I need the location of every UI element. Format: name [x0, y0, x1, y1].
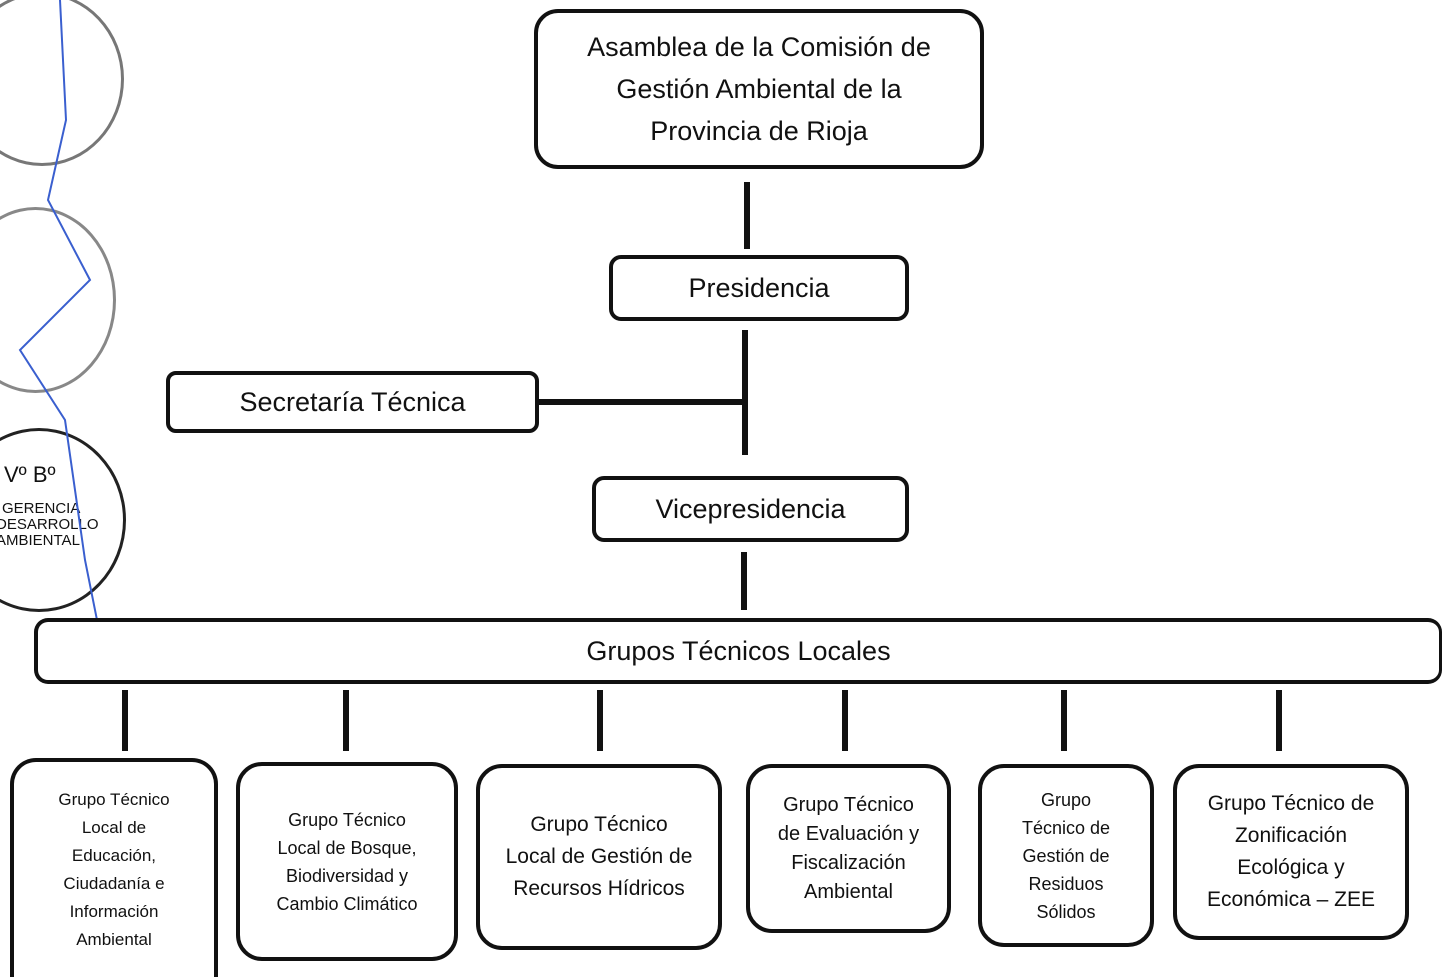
node-grupo-bosque: Grupo Técnico Local de Bosque, Biodivers… — [236, 762, 458, 961]
stamp-vb-label: Vº Bº — [4, 462, 56, 487]
node-grupo-educacion: Grupo Técnico Local de Educación, Ciudad… — [10, 758, 218, 977]
child-label-2: Grupo Técnico Local de Bosque, Biodivers… — [276, 809, 418, 914]
stamp-line-1: GERENCIA — [2, 500, 81, 517]
node-presidencia: Presidencia — [609, 255, 909, 321]
node-grupo-zee: Grupo Técnico de Zonificación Ecológica … — [1173, 764, 1409, 940]
node-asamblea: Asamblea de la Comisión de Gestión Ambie… — [534, 9, 984, 169]
connector-child-3 — [597, 690, 603, 751]
connector-secretaria — [537, 399, 745, 405]
node-grupos-label: Grupos Técnicos Locales — [586, 635, 891, 666]
stamp-vb-text: Vº Bº GERENCIA DESARROLLO AMBIENTAL — [0, 436, 120, 606]
node-secretaria-tecnica: Secretaría Técnica — [166, 371, 539, 433]
child-label-1: Grupo Técnico Local de Educación, Ciudad… — [58, 789, 170, 949]
node-asamblea-label: Asamblea de la Comisión de Gestión Ambie… — [587, 32, 931, 146]
connector-presidencia-vice — [742, 330, 748, 455]
node-vicepresidencia-label: Vicepresidencia — [655, 493, 846, 524]
child-label-5: Grupo Técnico de Gestión de Residuos Sól… — [1021, 789, 1111, 922]
connector-child-1 — [122, 690, 128, 751]
stamp-line-3: AMBIENTAL — [0, 532, 80, 549]
child-label-6: Grupo Técnico de Zonificación Ecológica … — [1206, 792, 1376, 911]
node-grupo-recursos-hidricos: Grupo Técnico Local de Gestión de Recurs… — [476, 764, 722, 950]
connector-child-6 — [1276, 690, 1282, 751]
node-grupos-tecnicos-locales: Grupos Técnicos Locales — [34, 618, 1442, 684]
node-vicepresidencia: Vicepresidencia — [592, 476, 909, 542]
child-label-3: Grupo Técnico Local de Gestión de Recurs… — [505, 813, 693, 900]
connector-vice-grupos — [741, 552, 747, 610]
connector-child-2 — [343, 690, 349, 751]
connector-asamblea-presidencia — [744, 182, 750, 249]
node-presidencia-label: Presidencia — [688, 272, 830, 303]
node-grupo-evaluacion: Grupo Técnico de Evaluación y Fiscalizac… — [746, 764, 951, 933]
signature-scribble — [18, 0, 106, 661]
stamp-line-2: DESARROLLO — [0, 516, 99, 533]
node-grupo-residuos: Grupo Técnico de Gestión de Residuos Sól… — [978, 764, 1154, 947]
connector-child-4 — [842, 690, 848, 751]
connector-child-5 — [1061, 690, 1067, 751]
child-label-4: Grupo Técnico de Evaluación y Fiscalizac… — [777, 793, 920, 903]
node-secretaria-label: Secretaría Técnica — [239, 386, 466, 417]
